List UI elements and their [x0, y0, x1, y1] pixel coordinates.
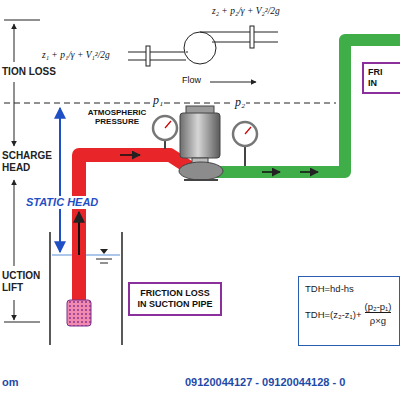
pump-motor [179, 106, 223, 180]
datum-line [4, 103, 336, 104]
flow-arrow [300, 171, 318, 173]
box-text: TDH=(z₂-z₁)+ [305, 309, 362, 320]
dimension-label: TION LOSS [2, 66, 56, 78]
box-text: FRI IN [368, 67, 392, 89]
pressure-gauge [153, 116, 177, 149]
foot-strainer [67, 300, 91, 326]
flow-arrow [210, 82, 256, 83]
formula-box: TDH=hd-hsTDH=(z₂-z₁)+(p₂-p₁) ρ×g [298, 276, 400, 346]
box-text: (p₂-p₁) [365, 301, 392, 313]
box-text: FRICTION LOSS IN SUCTION PIPE [135, 288, 215, 310]
gauge-label: p₁ [152, 94, 164, 108]
box-text: TDH=hd-hs [305, 283, 354, 294]
dimension-label: UCTION LIFT [2, 270, 48, 293]
pressure-note: ATMOSPHERIC PRESSURE [86, 108, 148, 126]
watermark: om [2, 376, 19, 389]
friction-loss-box: FRI IN [362, 62, 400, 94]
energy-formula: z₂ + p₂/γ + V₂²/2g [212, 6, 280, 17]
discharge-pipe [216, 40, 400, 172]
watermark: 09120044127 - 09120044128 - 0 [185, 376, 345, 389]
dimension-label: SCHARGE HEAD [2, 150, 58, 173]
friction-loss-box: FRICTION LOSS IN SUCTION PIPE [128, 282, 222, 316]
box-text: ρ×g [370, 315, 386, 326]
static-head-arrow [59, 108, 61, 252]
flow-arrow [120, 154, 140, 156]
flow-label: Flow [182, 75, 201, 85]
suction-pipe [79, 155, 190, 302]
static-head-label: STATIC HEAD [24, 196, 100, 209]
pressure-gauge [233, 122, 257, 166]
flow-arrow [78, 212, 80, 255]
energy-formula: z₁ + p₁/γ + V₁²/2g [42, 50, 110, 61]
gauge-label: p₂ [234, 96, 246, 110]
flow-arrow [262, 171, 280, 173]
schematic-pump [128, 26, 278, 66]
